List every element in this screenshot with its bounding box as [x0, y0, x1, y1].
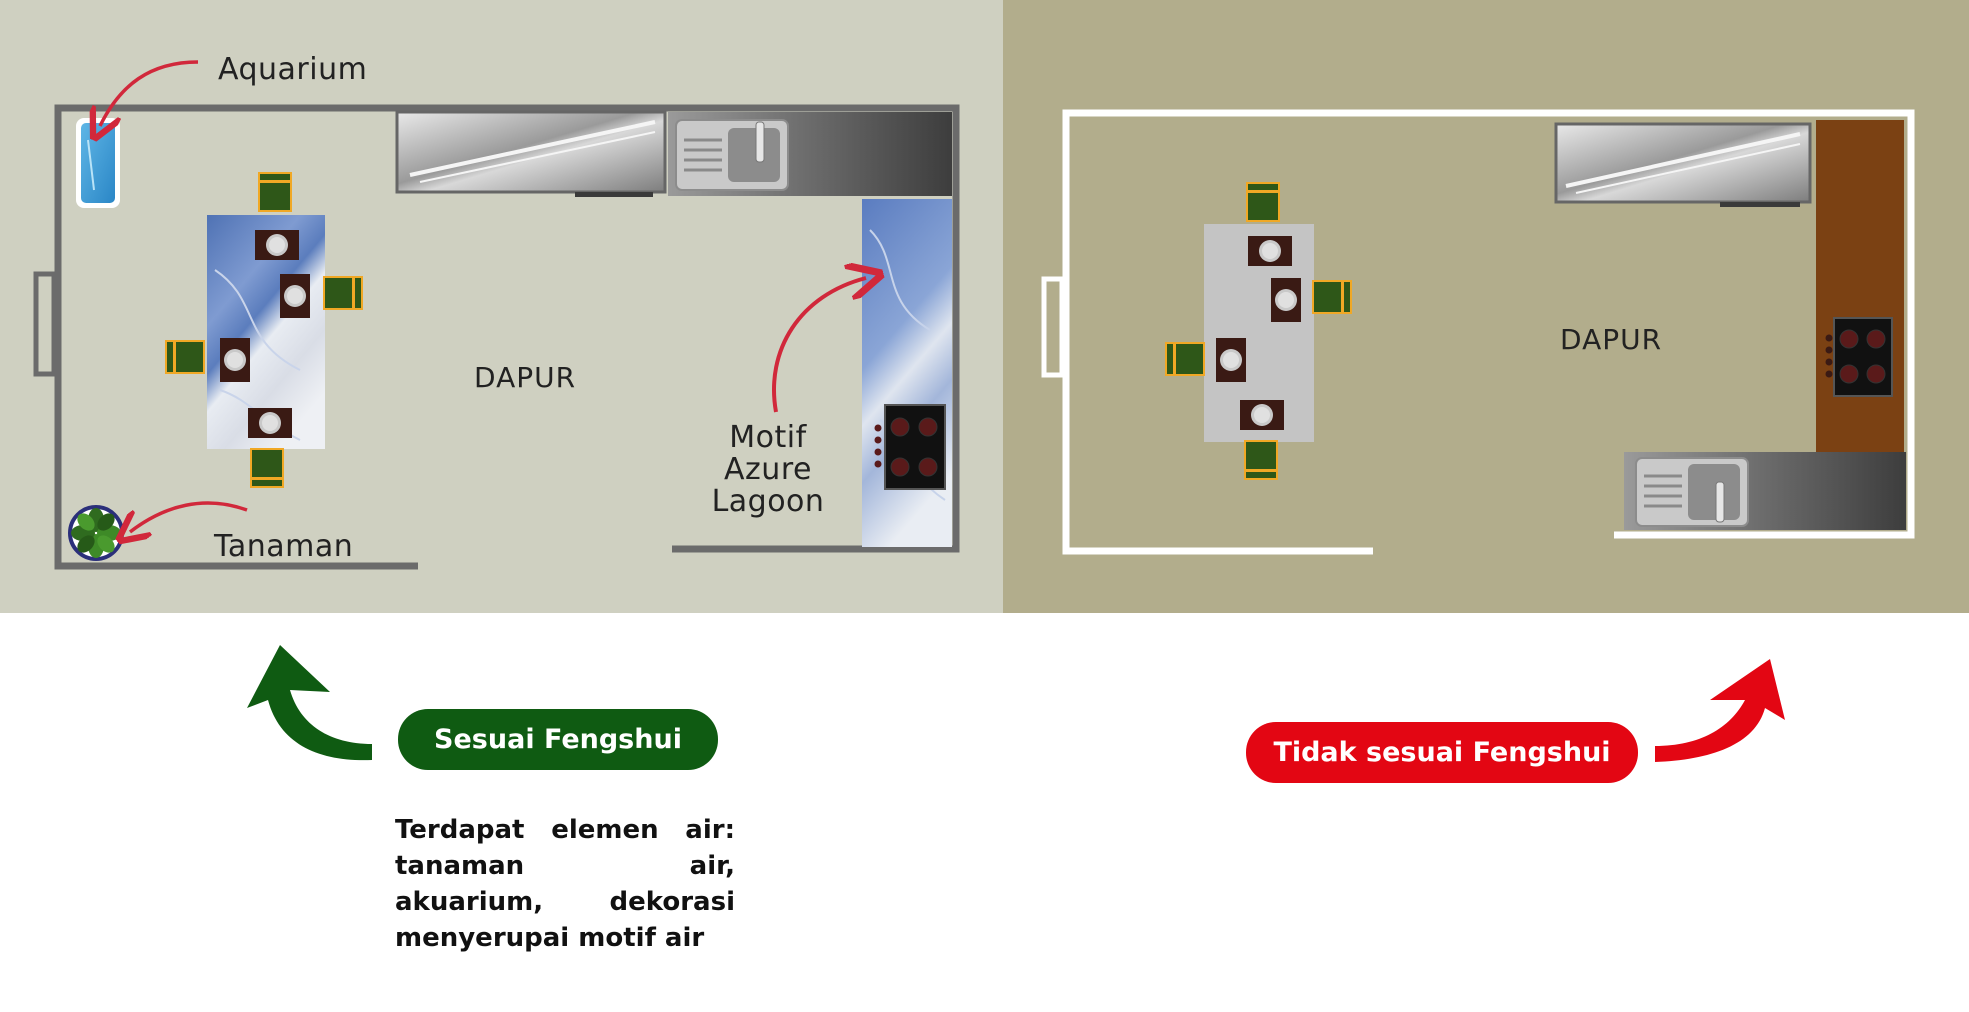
motif-label-line1: Motif [729, 420, 807, 455]
plate-icon [1216, 338, 1246, 382]
refrigerator-icon [395, 110, 667, 197]
good-fengshui-badge: Sesuai Fengshui [398, 709, 718, 770]
room-label-bad: DAPUR [1560, 323, 1662, 356]
chair-icon [1244, 440, 1278, 480]
chair-icon [1165, 342, 1205, 376]
plate-icon [280, 274, 310, 318]
stove-icon [1825, 317, 1893, 397]
stove-icon [874, 404, 946, 490]
arrow-icon [1655, 659, 1785, 762]
good-room-walls [54, 104, 960, 570]
sink-icon [1635, 457, 1749, 527]
good-panel-background [0, 0, 1003, 613]
motif-label-line2: Azure [724, 452, 812, 487]
bad-cabinet [1816, 120, 1904, 452]
arrow-icon [100, 60, 199, 126]
azure-lagoon-counter [862, 199, 952, 547]
motif-label-line3: Lagoon [712, 484, 825, 519]
arrow-icon [247, 645, 372, 761]
plate-icon [255, 230, 299, 260]
chair-icon [165, 340, 205, 374]
plate-icon [220, 338, 250, 382]
arrow-icon [130, 501, 248, 532]
plate-icon [1240, 400, 1284, 430]
room-label-good: DAPUR [474, 361, 576, 394]
chair-icon [323, 276, 363, 310]
plant-label: Tanaman [213, 529, 353, 564]
refrigerator-icon [1554, 122, 1812, 207]
plate-icon [1248, 236, 1292, 266]
plant-icon [68, 505, 124, 561]
plate-icon [1271, 278, 1301, 322]
plate-icon [248, 408, 292, 438]
chair-icon [1312, 280, 1352, 314]
chair-icon [1246, 182, 1280, 222]
good-window [33, 271, 57, 377]
sink-icon [675, 119, 789, 191]
good-description: Terdapat elemen air: tanaman air, akuari… [395, 815, 735, 953]
chair-icon [250, 448, 284, 488]
aquarium-icon [76, 118, 120, 208]
aquarium-label: Aquarium [218, 52, 367, 87]
arrow-icon [772, 278, 866, 413]
bad-window [1041, 276, 1065, 378]
chair-icon [258, 172, 292, 212]
bad-fengshui-badge: Tidak sesuai Fengshui [1246, 722, 1638, 783]
bad-room-walls [1062, 109, 1915, 555]
